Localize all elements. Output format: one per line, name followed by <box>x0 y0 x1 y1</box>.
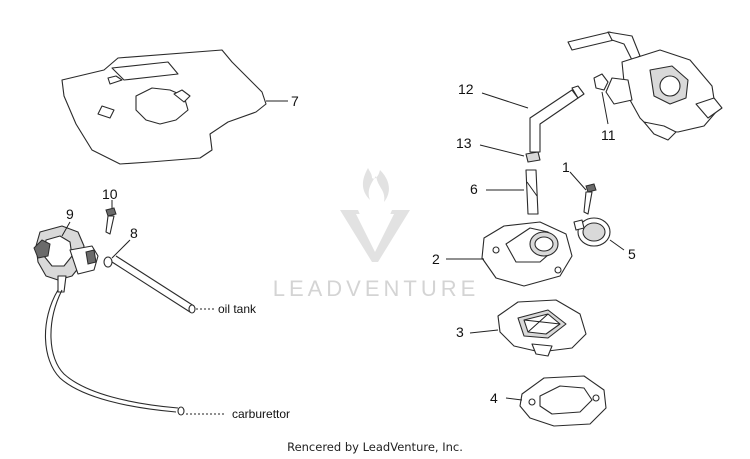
leader-11 <box>601 91 609 125</box>
leader-13 <box>479 144 525 157</box>
callout-8: 8 <box>130 225 138 241</box>
callout-2: 2 <box>432 251 440 267</box>
callout-10: 10 <box>102 186 118 202</box>
connector-tube-part-6[interactable] <box>525 169 539 215</box>
callout-11: 11 <box>601 127 616 143</box>
footer-credit: Rencered by LeadVenture, Inc. <box>287 440 463 454</box>
carburettor-hose[interactable] <box>44 289 185 416</box>
carburettor-label: carburettor <box>232 407 290 421</box>
leader-8 <box>111 239 131 259</box>
callout-1: 1 <box>562 159 570 175</box>
callout-12: 12 <box>458 81 474 97</box>
oil-pump-part-9[interactable] <box>33 225 99 293</box>
leader-3 <box>469 329 499 334</box>
reed-valve-part-3[interactable] <box>497 299 587 357</box>
gasket-plate-part-7[interactable] <box>61 49 267 165</box>
carburettor-assembly[interactable] <box>567 31 723 141</box>
watermark-text: LEADVENTURE <box>273 276 480 301</box>
watermark-logo-icon <box>340 168 410 262</box>
oil-tank-hose[interactable] <box>111 255 196 314</box>
leader-12 <box>481 92 529 109</box>
oil-tank-label: oil tank <box>218 302 257 316</box>
screw-part-10[interactable] <box>105 207 117 235</box>
callout-3: 3 <box>456 324 464 340</box>
clip-part-8[interactable] <box>103 256 113 268</box>
leader-9 <box>61 221 71 237</box>
clamp-part-11[interactable] <box>593 73 609 91</box>
gasket-part-4[interactable] <box>519 375 607 427</box>
callout-13: 13 <box>456 135 472 151</box>
bent-pipe-part-12[interactable] <box>529 85 585 153</box>
callout-6: 6 <box>470 181 478 197</box>
callout-7: 7 <box>291 93 299 109</box>
intake-manifold-part-2[interactable] <box>481 221 573 287</box>
screw-part-1[interactable] <box>583 183 597 215</box>
leader-4 <box>505 397 523 401</box>
callout-9: 9 <box>66 206 74 222</box>
callout-5: 5 <box>628 246 636 262</box>
callout-4: 4 <box>490 390 498 406</box>
leader-1 <box>569 171 587 191</box>
hose-clamp-part-5[interactable] <box>573 217 611 247</box>
leader-5 <box>609 239 625 251</box>
pipe-clamp-part-13[interactable] <box>525 151 541 163</box>
watermark: LEADVENTURE <box>273 168 480 301</box>
